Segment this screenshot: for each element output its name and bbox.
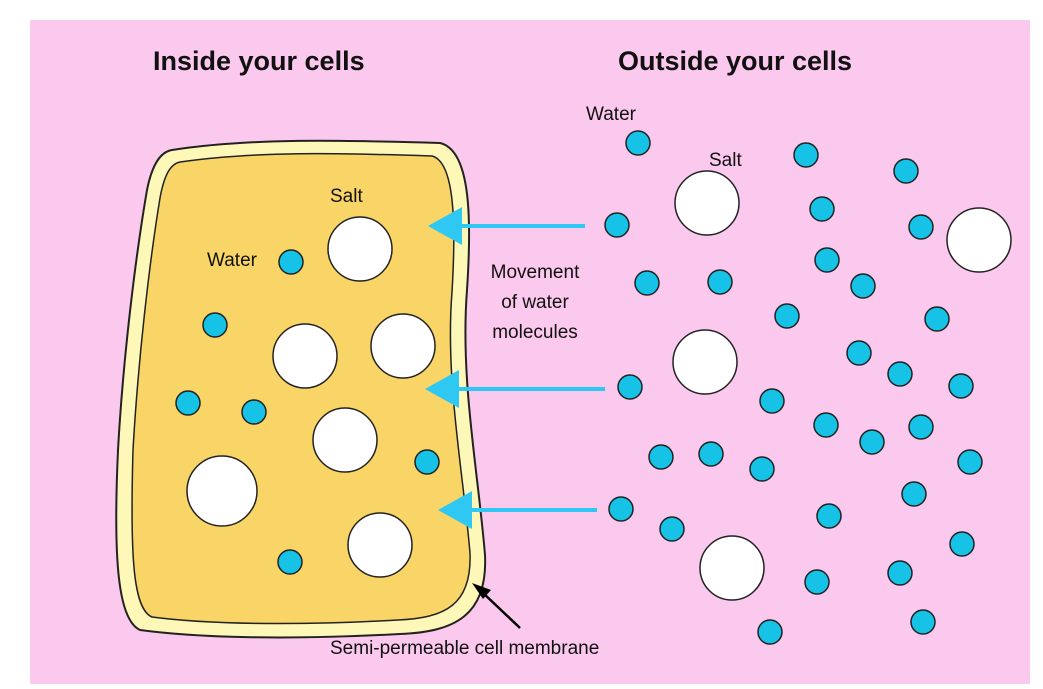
label-salt-outside: Salt bbox=[709, 150, 742, 171]
water-molecule-icon bbox=[901, 481, 927, 507]
water-molecule-icon bbox=[749, 456, 775, 482]
arrow-left-icon bbox=[425, 370, 459, 408]
water-molecule-icon bbox=[648, 444, 674, 470]
water-molecule-icon bbox=[850, 273, 876, 299]
heading-outside: Outside your cells bbox=[618, 46, 853, 76]
water-molecule-icon bbox=[634, 270, 660, 296]
water-molecule-icon bbox=[809, 196, 835, 222]
water-molecule-icon bbox=[625, 130, 651, 156]
arrow-up-left-icon bbox=[472, 583, 491, 599]
water-molecule-icon bbox=[887, 361, 913, 387]
water-molecule-icon bbox=[617, 374, 643, 400]
salt-particle-icon bbox=[312, 407, 378, 473]
water-molecule-icon bbox=[659, 516, 685, 542]
salt-particle-icon bbox=[674, 170, 740, 236]
salt-particle-icon bbox=[946, 207, 1012, 273]
water-molecule-icon bbox=[816, 503, 842, 529]
heading-inside: Inside your cells bbox=[153, 46, 365, 76]
cell-interior bbox=[131, 152, 471, 625]
water-molecule-icon bbox=[608, 496, 634, 522]
salt-particle-icon bbox=[672, 329, 738, 395]
label-salt-inside: Salt bbox=[330, 186, 363, 207]
water-molecule-icon bbox=[910, 609, 936, 635]
label-movement: Movement of water molecules bbox=[490, 262, 580, 343]
water-molecule-icon bbox=[859, 429, 885, 455]
water-molecule-icon bbox=[707, 269, 733, 295]
water-molecule-icon bbox=[908, 214, 934, 240]
water-molecule-icon bbox=[887, 560, 913, 586]
water-molecule-icon bbox=[949, 531, 975, 557]
water-molecule-icon bbox=[804, 569, 830, 595]
water-molecule-icon bbox=[846, 340, 872, 366]
salt-particle-icon bbox=[370, 313, 436, 379]
arrow-top bbox=[428, 207, 585, 245]
water-molecule-icon bbox=[278, 249, 304, 275]
water-molecule-icon bbox=[759, 388, 785, 414]
water-molecules bbox=[175, 130, 983, 645]
arrow-bottom bbox=[438, 491, 597, 529]
water-molecule-icon bbox=[175, 390, 201, 416]
arrow-middle bbox=[425, 370, 605, 408]
arrow-left-icon bbox=[438, 491, 472, 529]
water-molecule-icon bbox=[774, 303, 800, 329]
salt-particle-icon bbox=[272, 323, 338, 389]
water-molecule-icon bbox=[414, 449, 440, 475]
water-molecule-icon bbox=[277, 549, 303, 575]
label-water-outside: Water bbox=[586, 104, 636, 125]
water-molecule-icon bbox=[241, 399, 267, 425]
water-molecule-icon bbox=[924, 306, 950, 332]
water-molecule-icon bbox=[814, 247, 840, 273]
water-molecule-icon bbox=[893, 158, 919, 184]
arrow-left-icon bbox=[428, 207, 462, 245]
water-molecule-icon bbox=[757, 619, 783, 645]
water-molecule-icon bbox=[957, 449, 983, 475]
label-membrane: Semi-permeable cell membrane bbox=[330, 638, 600, 659]
salt-particle-icon bbox=[186, 455, 258, 527]
water-molecule-icon bbox=[793, 142, 819, 168]
water-molecule-icon bbox=[948, 373, 974, 399]
water-molecule-icon bbox=[908, 414, 934, 440]
label-water-inside: Water bbox=[207, 250, 257, 271]
water-molecule-icon bbox=[202, 312, 228, 338]
salt-particle-icon bbox=[347, 512, 413, 578]
membrane-pointer bbox=[472, 583, 521, 629]
water-molecule-icon bbox=[813, 412, 839, 438]
water-molecule-icon bbox=[698, 441, 724, 467]
salt-particles bbox=[186, 170, 1012, 601]
salt-particle-icon bbox=[699, 535, 765, 601]
salt-particle-icon bbox=[327, 216, 393, 282]
water-molecule-icon bbox=[604, 212, 630, 238]
